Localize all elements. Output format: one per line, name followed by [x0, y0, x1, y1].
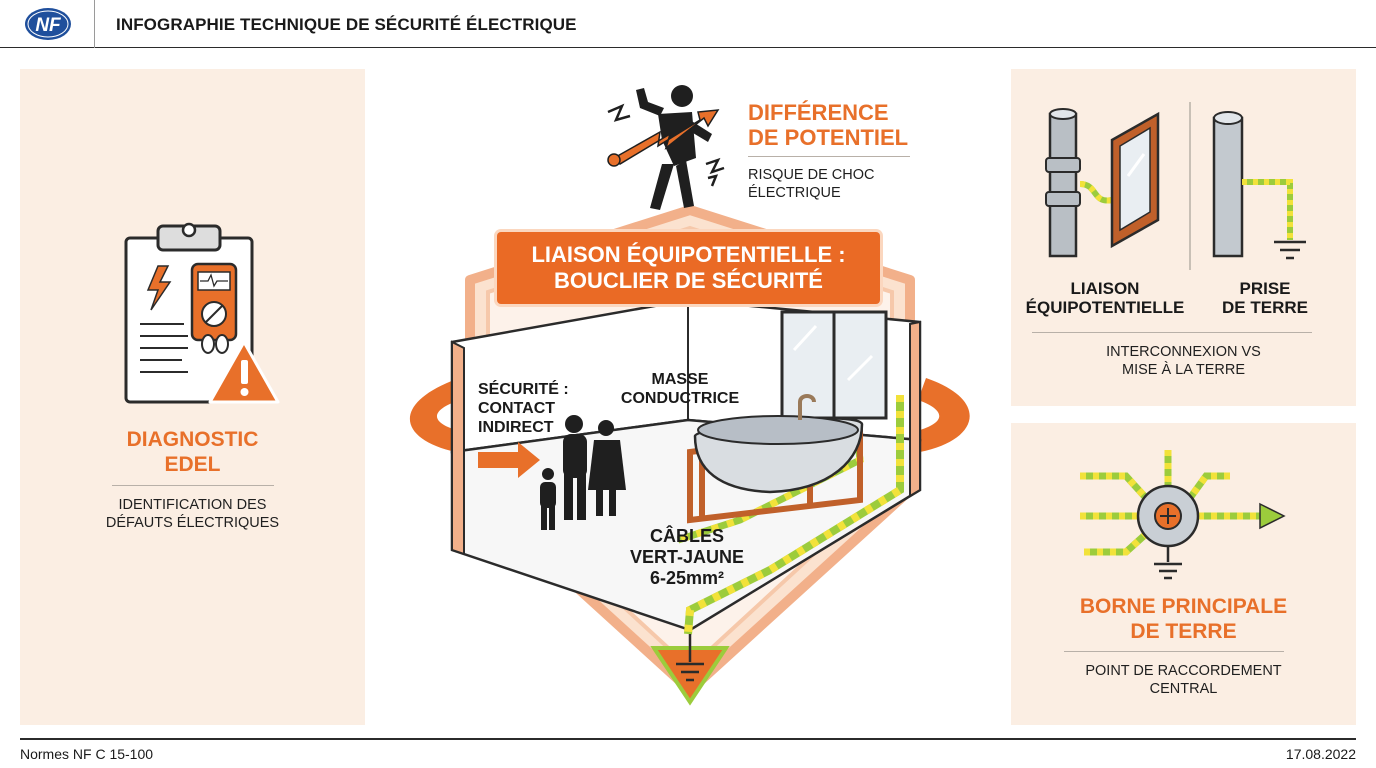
banner-line2: BOUCLIER DE SÉCURITÉ — [554, 268, 823, 293]
earth-terminal-title-line1: BORNE PRINCIPALE — [1079, 595, 1288, 618]
footer-date: 17.08.2022 — [1285, 746, 1356, 762]
label-cables-1: CÂBLES — [649, 526, 724, 546]
footer-divider — [20, 738, 1356, 740]
label-earthing-1: PRISE — [1239, 279, 1291, 298]
label-cables-2: VERT-JAUNE — [629, 547, 745, 567]
label-security-3: INDIRECT — [478, 419, 554, 436]
electric-shock-person-icon — [600, 80, 740, 215]
potential-title-line1: DIFFÉRENCE — [748, 100, 889, 125]
label-earthing-2: DE TERRE — [1222, 298, 1308, 317]
right-top-description: INTERCONNEXION VS MISE À LA TERRE — [1011, 343, 1356, 379]
page-title: INFOGRAPHIE TECHNIQUE DE SÉCURITÉ ÉLECTR… — [116, 15, 577, 34]
left-panel-divider — [112, 485, 274, 486]
label-bonding-1: LIAISON — [1070, 279, 1140, 298]
footer-standard: Normes NF C 15-100 — [20, 746, 154, 762]
right-top-desc-line1: INTERCONNEXION VS — [1106, 344, 1261, 360]
nf-logo-text: NF — [35, 15, 62, 36]
label-bonding-2: ÉQUIPOTENTIELLE — [1025, 298, 1185, 317]
earth-terminal-title: BORNE PRINCIPALE DE TERRE — [1011, 594, 1356, 644]
potential-title-line2: DE POTENTIEL — [748, 125, 909, 150]
shield-room-illustration — [390, 190, 990, 710]
right-top-divider — [1032, 332, 1312, 333]
label-conductive-mass: MASSE CONDUCTRICE — [618, 370, 742, 408]
right-bottom-desc-line2: CENTRAL — [1149, 681, 1218, 697]
left-panel-title: DIAGNOSTIC EDEL — [20, 427, 365, 477]
banner-line1: LIAISON ÉQUIPOTENTIELLE : — [531, 242, 846, 267]
nf-logo: NF — [24, 6, 72, 42]
label-mass-2: CONDUCTRICE — [620, 390, 740, 407]
label-cables-3: 6-25mm² — [649, 568, 725, 588]
potential-description: RISQUE DE CHOC ÉLECTRIQUE — [748, 166, 875, 202]
potential-desc-line1: RISQUE DE CHOC — [748, 167, 875, 183]
right-top-desc-line2: MISE À LA TERRE — [1121, 362, 1246, 378]
left-title-line1: DIAGNOSTIC — [126, 428, 259, 451]
header — [0, 0, 1376, 48]
potential-desc-line2: ÉLECTRIQUE — [748, 185, 841, 201]
bonding-vs-earthing-icon — [1040, 100, 1330, 270]
label-security-1: SÉCURITÉ : — [478, 381, 569, 398]
left-desc-line2: DÉFAUTS ÉLECTRIQUES — [105, 515, 280, 531]
potential-title: DIFFÉRENCE DE POTENTIEL — [748, 100, 908, 150]
right-bottom-description: POINT DE RACCORDEMENT CENTRAL — [1011, 662, 1356, 698]
left-panel-description: IDENTIFICATION DES DÉFAUTS ÉLECTRIQUES — [20, 496, 365, 532]
safety-shield-banner: LIAISON ÉQUIPOTENTIELLE : BOUCLIER DE SÉ… — [497, 232, 880, 304]
label-indirect-contact: SÉCURITÉ : CONTACT INDIRECT — [478, 380, 569, 437]
label-mass-1: MASSE — [651, 371, 709, 388]
left-title-line2: EDEL — [164, 453, 221, 476]
main-earth-terminal-icon — [1076, 446, 1290, 582]
label-security-2: CONTACT — [478, 400, 556, 417]
header-divider — [94, 0, 95, 48]
label-bonding: LIAISON ÉQUIPOTENTIELLE — [1024, 279, 1186, 317]
label-cables: CÂBLES VERT-JAUNE 6-25mm² — [617, 526, 757, 589]
earth-terminal-title-line2: DE TERRE — [1130, 620, 1237, 643]
right-bottom-divider — [1064, 651, 1284, 652]
right-bottom-panel — [1011, 423, 1356, 725]
label-earthing: PRISE DE TERRE — [1205, 279, 1325, 317]
potential-divider — [748, 156, 910, 157]
left-desc-line1: IDENTIFICATION DES — [118, 497, 267, 513]
clipboard-diagnostic-icon — [118, 218, 288, 408]
right-bottom-desc-line1: POINT DE RACCORDEMENT — [1085, 663, 1282, 679]
